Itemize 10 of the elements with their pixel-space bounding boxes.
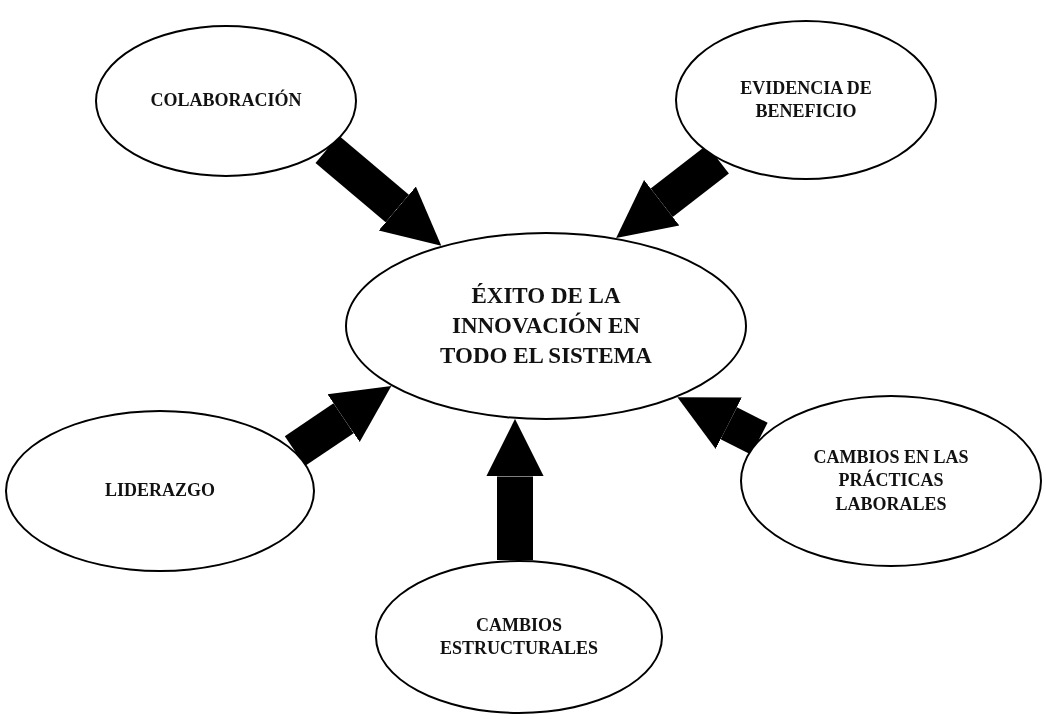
- node-label: CAMBIOS EN LAS PRÁCTICAS LABORALES: [812, 445, 970, 516]
- arrow: [677, 397, 768, 455]
- arrow: [486, 418, 544, 561]
- node-label: ÉXITO DE LA INNOVACIÓN EN TODO EL SISTEMA: [439, 282, 653, 370]
- arrow: [284, 386, 392, 466]
- node-label: LIDERAZGO: [105, 479, 215, 503]
- node-label: CAMBIOS ESTRUCTURALES: [438, 613, 599, 660]
- arrow: [315, 135, 442, 246]
- node-label: EVIDENCIA DE BENEFICIO: [739, 76, 873, 123]
- node-label: COLABORACIÓN: [150, 89, 302, 113]
